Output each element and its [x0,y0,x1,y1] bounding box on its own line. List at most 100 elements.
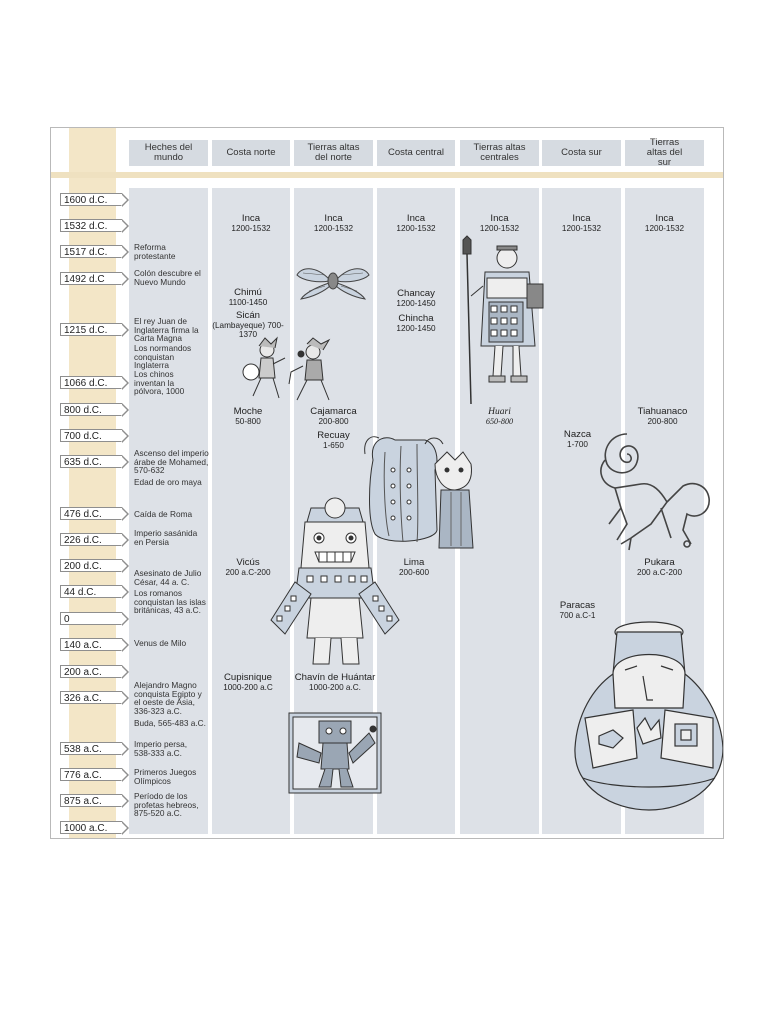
year-marker: 326 a.C. [60,691,129,705]
culture-name: Vicús [236,557,260,568]
world-event: Asesinato de Julio César, 44 a. C. [134,568,202,587]
culture-name: Chimú [234,287,262,298]
nazca-monkey-geoglyph-icon [600,433,710,551]
culture-dates: 200-800 [318,417,349,426]
world-event: Los normandos conquistan Inglaterra [134,343,192,371]
year-marker: 1215 d.C. [60,323,129,337]
culture-name: Recuay [317,430,350,441]
year-marker: 700 d.C. [60,429,129,443]
culture-dates: 1000-200 a.C [223,683,273,692]
header-label: Costa norte [226,147,276,158]
header-label: Tierras altas del sur [646,137,683,168]
year-marker: 875 a.C. [60,794,129,808]
culture-name: Chancay [397,288,435,299]
column-world [129,188,208,834]
culture-dates: 1-700 [567,440,588,449]
culture-name: Nazca [563,429,592,440]
world-event: El rey Juan de Inglaterra firma la Carta… [134,316,199,344]
year-band [69,128,116,838]
world-event: Caída de Roma [134,509,193,519]
culture-dates: 200 a.C-200 [636,568,683,577]
year-marker: 226 d.C. [60,533,129,547]
year-marker: 1000 a.C. [60,821,129,835]
year-marker: 1517 d.C. [60,245,129,259]
header-world: Heches del mundo [129,140,208,166]
world-event: Alejandro Magno conquista Egipto y el oe… [134,680,202,716]
culture-dates: 1200-1532 [313,224,354,233]
chancay-pottery-icon [364,436,474,549]
bird-ornament-icon [296,268,370,300]
header-tierras-altas-centrales: Tierras altas centrales [460,140,539,166]
culture-dates: 200 a.C-200 [225,568,271,577]
header-label: Tierras altas centrales [473,142,526,163]
header-label: Costa central [388,147,444,158]
year-marker: 1066 d.C. [60,376,129,390]
year-marker: 200 a.C. [60,665,129,679]
culture-name: Cajamarca [310,406,357,417]
world-event: Reforma protestante [134,242,176,261]
year-marker: 1532 d.C. [60,219,129,233]
world-event: Los chinos inventan la pólvora, 1000 [134,369,185,397]
header-costa-norte: Costa norte [212,140,290,166]
culture-name: Lima [403,557,425,568]
world-event: Edad de oro maya [134,477,202,487]
world-event: Colón descubre el Nuevo Mundo [134,268,201,287]
culture-name: Inca [406,213,426,224]
culture-name: Inca [490,213,509,224]
culture-dates: 1200-1532 [644,224,685,233]
header-costa-central: Costa central [377,140,455,166]
year-marker: 0 [60,612,129,626]
culture-name: Sicán [236,310,260,321]
culture-name: Inca [655,213,674,224]
chavin-carved-panel-icon [288,712,382,794]
world-event: Primeros Juegos Olímpicos [134,767,197,786]
culture-dates: (Lambayeque) 700-1370 [212,321,284,339]
culture-name: Chavín de Huántar [294,672,376,683]
world-event: Buda, 565-483 a.C. [134,718,206,728]
year-marker: 44 d.C. [60,585,129,599]
header-tierras-altas-norte: Tierras altas del norte [294,140,373,166]
culture-dates: 1100-1450 [228,298,268,307]
world-event: Los romanos conquistan las islas británi… [134,588,206,616]
year-marker: 140 a.C. [60,638,129,652]
culture-name: Tiahuanaco [637,406,688,417]
culture-label: Sicán(Lambayeque) 700-1370 [209,310,287,340]
culture-dates: 50-800 [235,417,261,426]
year-marker: 635 d.C. [60,455,129,469]
culture-name: Inca [572,213,591,224]
culture-name: Pukara [644,557,675,568]
header-tierras-altas-sur: Tierras altas del sur [625,137,704,168]
culture-dates: 200-600 [398,568,430,577]
culture-name: Inca [241,213,261,224]
timeline-chart: Heches del mundo Costa norte Tierras alt… [50,127,724,839]
culture-dates: 200-800 [647,417,678,426]
vicus-figure-icon [270,497,400,665]
year-marker: 776 a.C. [60,768,129,782]
year-marker: 1492 d.C [60,272,129,286]
moche-warriors-icon [242,336,331,401]
culture-dates: 1200-1532 [231,224,271,233]
culture-name: Chincha [398,313,434,324]
year-marker: 200 d.C. [60,559,129,573]
culture-dates: 1-650 [323,441,344,450]
world-event: Imperio sasánida en Persia [134,528,198,547]
culture-dates: 1000-200 a.C. [309,683,361,692]
world-event: Ascenso del imperio árabe de Mohamed, 57… [134,448,209,476]
paracas-vessel-icon [574,621,723,811]
header-divider [51,172,723,178]
year-marker: 1600 d.C. [60,193,129,207]
